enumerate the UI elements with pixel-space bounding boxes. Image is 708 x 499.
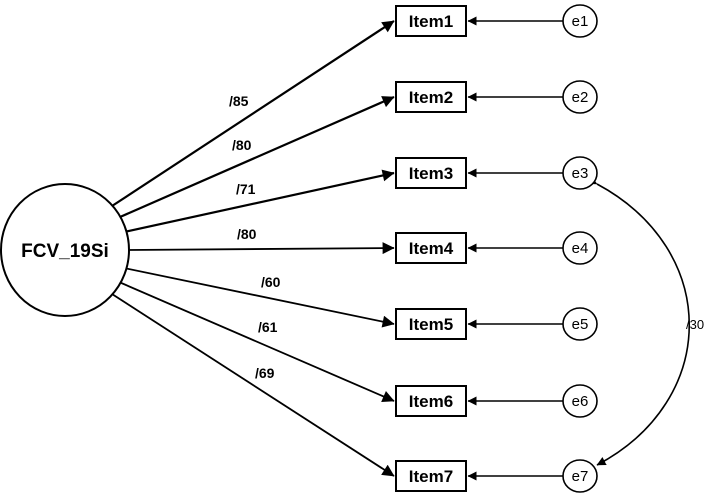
path-factor-item4	[127, 242, 395, 255]
error-label-e3: e3	[572, 165, 589, 182]
covariance-e3-e7	[587, 175, 690, 466]
path-factor-item1	[111, 20, 395, 207]
error-ellipse-e2	[562, 80, 598, 114]
loading-label-item5: /60	[261, 274, 281, 290]
item-box-item1	[395, 5, 467, 37]
loading-label-item2: /80	[232, 137, 252, 153]
item-box-item6	[395, 385, 467, 417]
error-ellipse-e5	[562, 307, 598, 341]
error-ellipse-e1	[562, 4, 598, 38]
error-label-e4: e4	[572, 240, 589, 257]
item-label-item1: Item1	[409, 12, 453, 31]
path-factor-item5	[123, 267, 395, 328]
item-box-item3	[395, 157, 467, 189]
error-ellipse-e3	[562, 156, 598, 190]
item-box-item5	[395, 308, 467, 340]
covariance-label: /30	[686, 317, 704, 332]
path-factor-item7	[111, 293, 395, 477]
item-box-item4	[395, 232, 467, 264]
item-label-item5: Item5	[409, 315, 453, 334]
loading-label-item4: /80	[237, 226, 257, 242]
loading-label-item1: /85	[229, 93, 249, 109]
item-label-item3: Item3	[409, 164, 453, 183]
error-label-e2: e2	[572, 89, 589, 106]
error-label-e1: e1	[572, 13, 589, 30]
item-label-item7: Item7	[409, 467, 453, 486]
loading-label-item7: /69	[255, 365, 275, 381]
item-box-item7	[395, 460, 467, 492]
item-label-item6: Item6	[409, 392, 453, 411]
path-factor-item6	[118, 281, 395, 402]
error-label-e6: e6	[572, 393, 589, 410]
error-label-e7: e7	[572, 468, 589, 485]
latent-factor-ellipse	[0, 183, 130, 317]
error-ellipse-e7	[562, 459, 598, 493]
loading-label-item6: /61	[258, 319, 278, 335]
loading-label-item3: /71	[236, 181, 256, 197]
error-ellipse-e4	[562, 231, 598, 265]
error-label-e5: e5	[572, 316, 589, 333]
item-label-item2: Item2	[409, 88, 453, 107]
path-factor-item2	[119, 95, 395, 219]
error-ellipse-e6	[562, 384, 598, 418]
latent-factor-label: FCV_19Si	[21, 241, 109, 262]
path-factor-item3	[123, 169, 395, 234]
item-box-item2	[395, 81, 467, 113]
item-label-item4: Item4	[409, 239, 454, 258]
